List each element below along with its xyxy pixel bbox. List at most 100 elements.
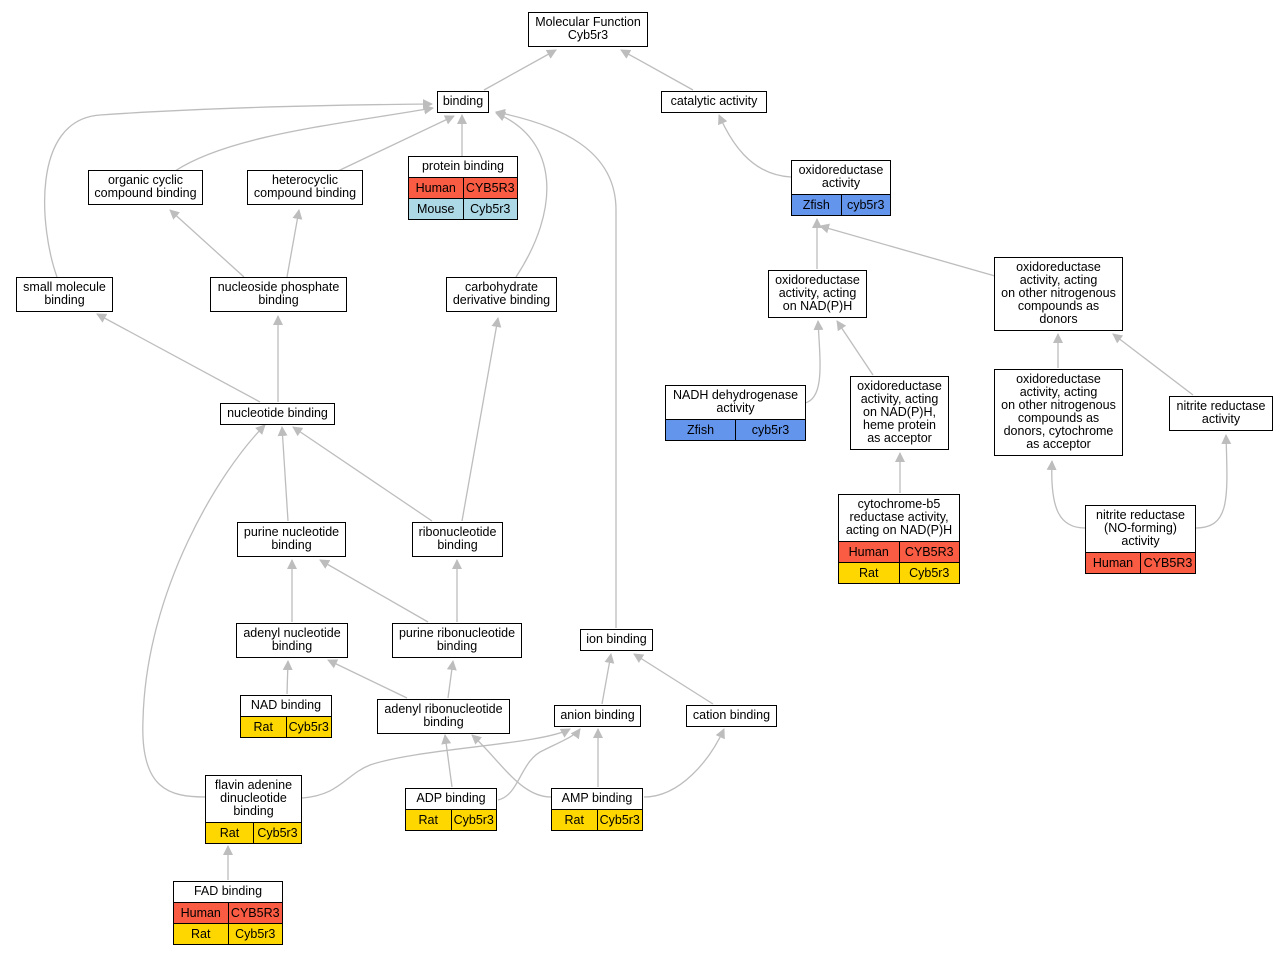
species-name: Zfish	[686, 423, 715, 437]
node-label: heterocyclic compound binding	[253, 173, 357, 200]
edge-fadn-to-anion	[301, 728, 571, 799]
edge-smol-to-binding	[44, 99, 433, 278]
gene-symbol: cyb5r3	[840, 195, 891, 215]
node-label: oxidoreductase activity, acting on NAD(P…	[857, 379, 942, 445]
edge-nitno-to-nitred	[1194, 434, 1232, 529]
node-label: oxidoreductase activity, acting on NAD(P…	[775, 273, 860, 313]
go-term-heterocyclic-compound-binding[interactable]: heterocyclic compound binding	[247, 170, 363, 205]
node-label: anion binding	[560, 708, 635, 722]
node-label: organic cyclic compound binding	[94, 173, 197, 200]
gene-symbol: Cyb5r3	[285, 717, 332, 737]
go-term-molecular-function-root[interactable]: Molecular Function Cyb5r3	[528, 12, 648, 47]
edge-adp-to-anion	[497, 728, 581, 801]
edge-adribo-to-purribo	[446, 660, 457, 699]
go-term-cation-binding[interactable]: cation binding	[686, 705, 777, 727]
node-label: small molecule binding	[23, 280, 106, 307]
edge-adp-to-adribo	[441, 734, 453, 788]
go-term-oxidoreductase-acting-on-nadph[interactable]: oxidoreductase activity, acting on NAD(P…	[768, 270, 867, 318]
species-name: Rat	[859, 566, 879, 580]
species-name: Mouse	[416, 202, 455, 216]
go-term-purine-ribonucleotide-binding[interactable]: purine ribonucleotide binding	[392, 623, 522, 658]
species-name: Rat	[418, 813, 438, 827]
species-annotation-row: Zfish cyb5r3	[792, 194, 890, 215]
edge-carb-to-binding	[495, 111, 548, 278]
edge-purnuc-to-nucl	[277, 426, 289, 522]
edge-amp-to-adribo	[471, 734, 552, 798]
node-label: purine ribonucleotide binding	[398, 626, 516, 653]
node-label: Molecular Function Cyb5r3	[535, 15, 641, 42]
go-term-adenyl-nucleotide-binding[interactable]: adenyl nucleotide binding	[236, 623, 348, 658]
node-label: adenyl ribonucleotide binding	[384, 702, 503, 729]
node-label: ribonucleotide binding	[418, 525, 497, 552]
node-label: nitrite reductase activity	[1176, 399, 1266, 426]
node-label: cation binding	[692, 708, 771, 722]
node-label: purine nucleotide binding	[243, 525, 340, 552]
edge-anion-to-ion	[601, 653, 615, 705]
go-term-ion-binding[interactable]: ion binding	[580, 629, 653, 651]
species-name: Zfish	[802, 198, 830, 212]
go-term-oxidoreductase-heme-protein-acceptor[interactable]: oxidoreductase activity, acting on NAD(P…	[850, 376, 949, 450]
go-term-carbohydrate-derivative-binding[interactable]: carbohydrate derivative binding	[446, 277, 557, 312]
node-label: ion binding	[586, 632, 647, 646]
go-term-oxidoreductase-cytochrome-acceptor[interactable]: oxidoreductase activity, acting on other…	[994, 369, 1123, 456]
go-term-nucleoside-phosphate-binding[interactable]: nucleoside phosphate binding	[210, 277, 347, 312]
go-term-small-molecule-binding[interactable]: small molecule binding	[16, 277, 113, 312]
edge-ocyc-to-binding	[174, 104, 434, 172]
go-term-binding[interactable]: binding	[437, 91, 489, 113]
species-annotation-row: Human CYB5R3	[839, 541, 959, 562]
go-term-catalytic-activity[interactable]: catalytic activity	[661, 91, 767, 113]
edge-ion-to-binding	[495, 108, 617, 628]
go-term-oxidoreductase-nitrogenous-donors[interactable]: oxidoreductase activity, acting on other…	[994, 257, 1123, 331]
species-annotation-row: Zfish cyb5r3	[666, 419, 805, 440]
edge-nucl-to-smol	[96, 313, 261, 403]
edge-ribo-to-nucl	[292, 426, 433, 522]
edge-ribo-to-carb	[461, 317, 502, 522]
gene-symbol: Cyb5r3	[596, 810, 643, 830]
edge-oxheme-to-oxnadph	[836, 320, 874, 376]
node-label: nitrite reductase (NO-forming) activity	[1096, 508, 1185, 548]
edge-nps-to-ocyc	[169, 209, 245, 278]
node-label: oxidoreductase activity, acting on other…	[1001, 372, 1116, 451]
go-term-ribonucleotide-binding[interactable]: ribonucleotide binding	[412, 522, 503, 557]
edge-catalytic-to-mf	[620, 49, 694, 91]
species-annotation-row: Human CYB5R3	[174, 902, 282, 923]
edge-nitno-to-oxcyt	[1046, 460, 1086, 529]
edge-oxnitro-to-oxred	[819, 223, 996, 277]
species-name: Human	[180, 906, 221, 920]
edge-oxred-to-catalytic	[718, 114, 792, 178]
go-term-nucleotide-binding[interactable]: nucleotide binding	[220, 403, 335, 425]
node-label: adenyl nucleotide binding	[243, 626, 341, 653]
go-term-purine-nucleotide-binding[interactable]: purine nucleotide binding	[237, 522, 346, 557]
go-term-cytochrome-b5-reductase-activity[interactable]: cytochrome-b5 reductase activity, acting…	[838, 494, 960, 584]
node-label: AMP binding	[561, 791, 633, 805]
species-name: Human	[415, 181, 456, 195]
species-name: Human	[848, 545, 889, 559]
gene-symbol: cyb5r3	[735, 420, 805, 440]
go-term-adenyl-ribonucleotide-binding[interactable]: adenyl ribonucleotide binding	[377, 699, 510, 734]
node-label: NADH dehydrogenase activity	[672, 388, 799, 415]
node-label: cytochrome-b5 reductase activity, acting…	[845, 497, 953, 537]
go-term-organic-cyclic-compound-binding[interactable]: organic cyclic compound binding	[88, 170, 203, 205]
node-label: oxidoreductase activity	[798, 163, 884, 190]
gene-symbol: CYB5R3	[898, 542, 960, 562]
node-label: catalytic activity	[670, 94, 758, 108]
node-label: nucleoside phosphate binding	[217, 280, 340, 307]
go-term-nitrite-reductase-activity[interactable]: nitrite reductase activity	[1169, 396, 1273, 431]
edge-amp-to-cation	[643, 728, 725, 798]
go-term-anion-binding[interactable]: anion binding	[554, 705, 641, 727]
node-label: flavin adenine dinucleotide binding	[214, 778, 293, 818]
edge-cation-to-ion	[633, 653, 714, 705]
gene-symbol: CYB5R3	[227, 903, 283, 923]
